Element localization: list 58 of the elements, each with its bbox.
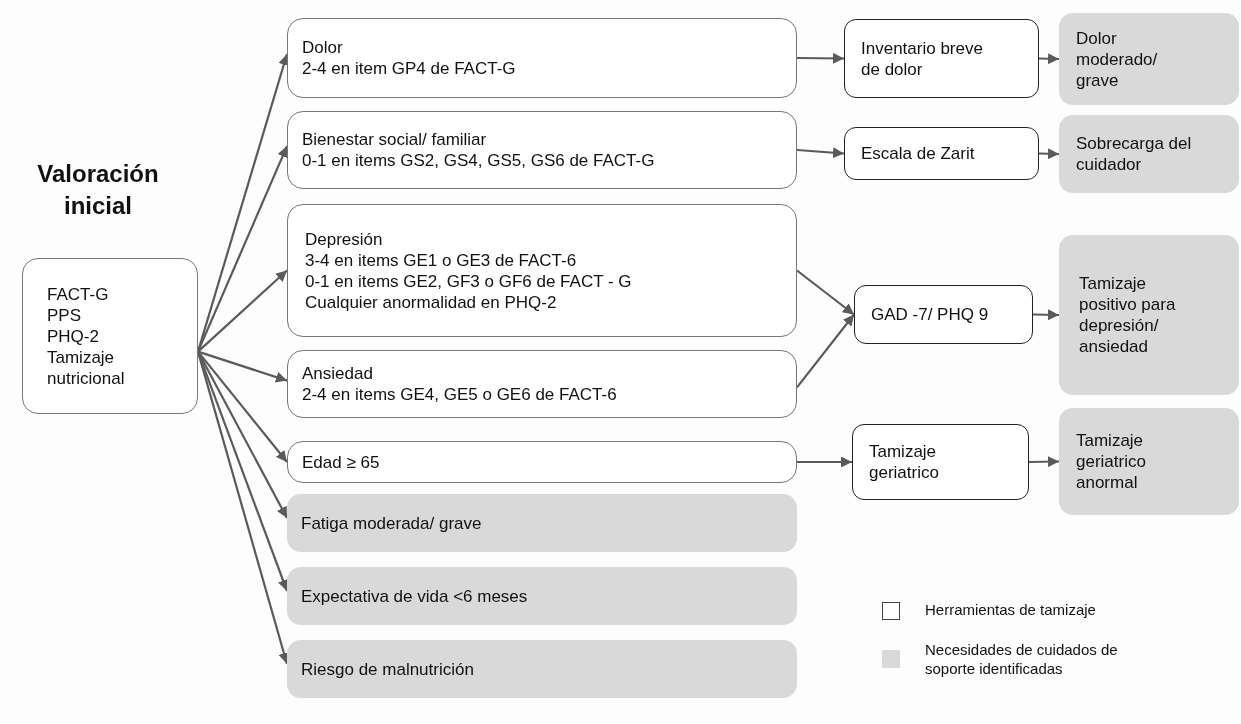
arrow [197, 350, 288, 383]
node-text: PPS [47, 304, 83, 326]
criteria-box [22, 258, 198, 414]
node-text: Edad ≥ 65 [302, 451, 381, 473]
node-text: Riesgo de malnutrición [301, 658, 475, 680]
node-text: Escala de Zarit [861, 143, 976, 164]
node-text: 3-4 en items GE1 o GE3 de FACT-6 [305, 249, 578, 271]
need-box [287, 640, 797, 698]
node-text: Tamizaje geriatrico [869, 441, 940, 483]
node-text: Depresión [305, 228, 384, 250]
arrow [797, 52, 844, 64]
arrow [1038, 53, 1060, 65]
node-text: Expectativa de vida <6 meses [301, 585, 529, 607]
node-text: Tamizaje geriatrico anormal [1076, 430, 1147, 493]
node-text: Sobrecarga del cuidador [1076, 133, 1193, 175]
arrow [197, 269, 288, 353]
arrow [796, 313, 855, 389]
need-box [287, 494, 797, 552]
node-text: PHQ-2 [47, 325, 100, 347]
need-box [1059, 13, 1239, 105]
criteria-box [287, 350, 797, 418]
node-text: Inventario breve de dolor [861, 37, 984, 80]
node-text: Ansiedad [302, 363, 374, 384]
node-text: Tamizaje positivo para depresión/ ansiedad [1079, 273, 1177, 357]
heading: Valoración inicial [36, 159, 160, 221]
arrow [796, 269, 855, 316]
arrow [197, 350, 288, 463]
node-text: 2-4 en item GP4 de FACT-G [302, 58, 517, 79]
criteria-box [287, 204, 797, 337]
node-text: Cualquier anormalidad en PHQ-2 [305, 291, 558, 313]
node-text: Bienestar social/ familiar [302, 129, 488, 150]
node-text: Dolor moderado/ grave [1076, 27, 1159, 91]
arrow [1028, 456, 1060, 468]
arrow [797, 456, 852, 468]
tool-box [844, 127, 1039, 180]
need-box [1059, 115, 1239, 193]
node-text: 0-1 en items GE2, GF3 o GF6 de FACT - G [305, 270, 633, 292]
criteria-box [287, 441, 797, 483]
legend-text: Herramientas de tamizaje [925, 600, 1097, 619]
legend-text: Necesidades de cuidados de soporte identificadas [925, 640, 1119, 678]
tool-box [854, 285, 1033, 344]
node-text: Dolor [302, 37, 344, 58]
need-box [1059, 235, 1239, 395]
node-text: 2-4 en items GE4, GE5 o GE6 de FACT-6 [302, 384, 618, 405]
node-text: Fatiga moderada/ grave [301, 512, 483, 534]
criteria-box [287, 111, 797, 189]
arrow [1038, 148, 1060, 160]
arrow [1032, 309, 1060, 321]
node-text: FACT-G [47, 283, 110, 305]
node-text: Tamizaje nutricional [47, 346, 126, 389]
node-text: 0-1 en items GS2, GS4, GS5, GS6 de FACT-G [302, 150, 656, 171]
tool-box [852, 424, 1029, 500]
node-text: GAD -7/ PHQ 9 [871, 304, 990, 325]
tool-box [844, 19, 1039, 98]
need-box [1059, 408, 1239, 515]
arrow [796, 147, 845, 159]
criteria-box [287, 18, 797, 98]
need-box [287, 567, 797, 625]
